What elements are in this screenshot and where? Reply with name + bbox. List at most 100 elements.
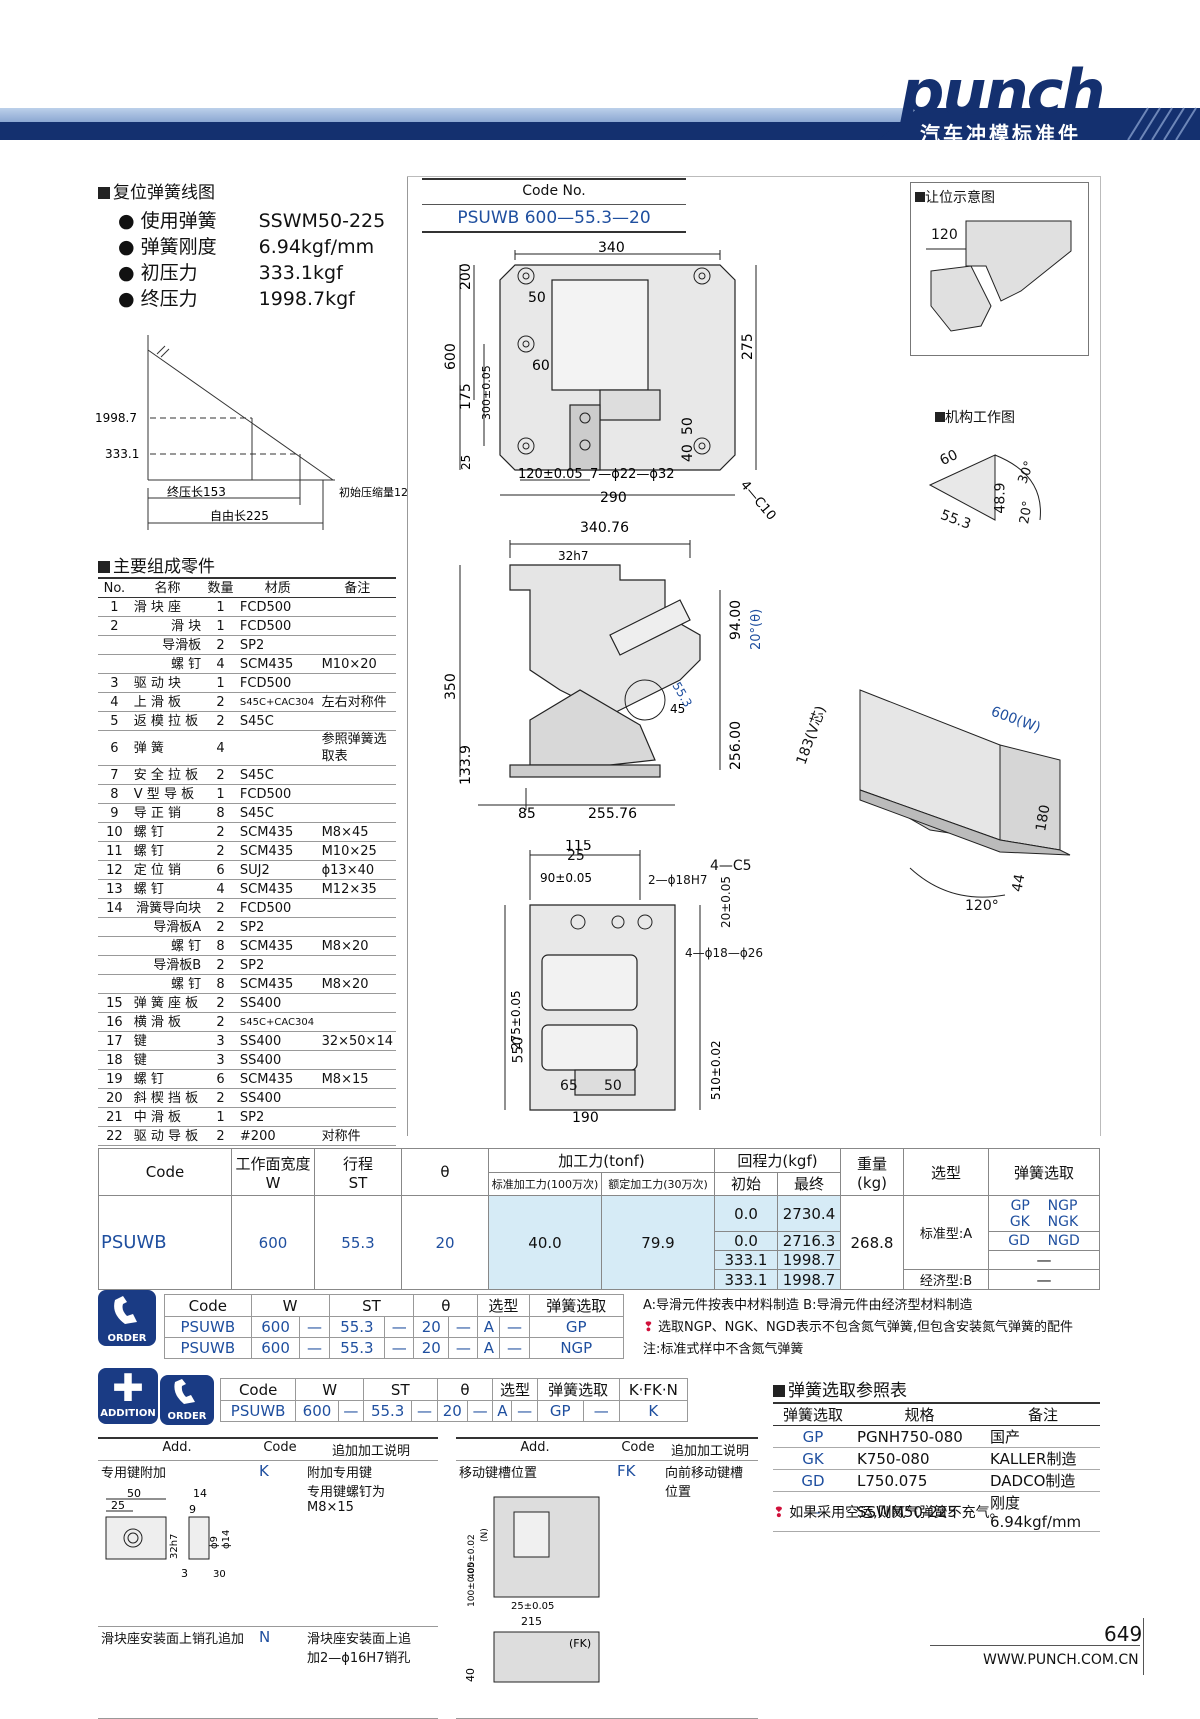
parts-cell: SCM435	[236, 841, 319, 861]
parts-cell: 2	[204, 993, 237, 1013]
sel-col-spec: 规格	[853, 1402, 986, 1426]
col-qty: 数量	[204, 577, 237, 598]
spring-sel-row: —	[988, 1250, 1100, 1270]
add-fk-desc: 向前移动键槽位置	[662, 1460, 758, 1719]
fk-dim-215: 215	[521, 1615, 542, 1628]
spring-select-cell: PGNH750-080	[853, 1425, 986, 1448]
add-col-theta: θ	[436, 1378, 494, 1401]
k-dim-30: 30	[213, 1569, 226, 1580]
parts-cell: 12	[98, 860, 131, 880]
dim-25-bot: 25	[567, 848, 585, 864]
warning-icon: ❢	[643, 1320, 654, 1335]
parts-cell: 6	[204, 1069, 237, 1089]
clearance-drawing	[926, 220, 1072, 332]
spring-select-cell: L750.075	[853, 1469, 986, 1492]
spring-curve-title: 复位弹簧线图	[98, 178, 215, 203]
parts-cell: 滑簧导向块	[130, 898, 205, 918]
parts-cell: 8	[204, 803, 237, 823]
parts-cell: 返 模 拉 板	[130, 711, 205, 731]
parts-cell: 中 滑 板	[130, 1107, 205, 1127]
add-k-desc: 附加专用键 专用键螺钉为 M8×15	[304, 1460, 456, 1628]
spec-col-code: Code	[98, 1148, 232, 1196]
code-no-label: Code No.	[422, 178, 686, 205]
parts-cell: 6	[204, 860, 237, 880]
parts-cell: 10	[98, 822, 131, 842]
parts-cell: 3	[98, 673, 131, 693]
spec-col-return: 回程力(kgf)	[714, 1148, 841, 1173]
parts-cell	[318, 597, 396, 617]
square-bullet-icon	[98, 187, 110, 199]
dim-theta: 20°(θ)	[749, 609, 764, 650]
parts-cell: 斜 楔 挡 板	[130, 1088, 205, 1108]
parts-cell	[318, 635, 396, 655]
spec-col-ret-final: 最终	[777, 1171, 841, 1196]
clearance-title: 让位示意图	[915, 187, 1084, 207]
k-dim-14: 14	[193, 1487, 207, 1500]
drawing-right-rule	[1100, 176, 1101, 1136]
parts-cell: FCD500	[236, 597, 319, 617]
dim-200: 200	[458, 263, 474, 290]
spring-select-cell: DADCO制造	[986, 1469, 1100, 1492]
parts-cell: 5	[98, 711, 131, 731]
parts-cell	[98, 635, 131, 655]
add-col-code: Code	[219, 1378, 297, 1401]
parts-cell	[318, 784, 396, 804]
add-n-name: 滑块座安装面上销孔追加	[98, 1626, 256, 1719]
parts-cell: SS400	[236, 1088, 319, 1108]
parts-cell: SCM435	[236, 936, 319, 956]
code-no-value: PSUWB 600—55.3—20	[422, 205, 686, 233]
dim-50-bot: 50	[604, 1078, 622, 1094]
drawing-top-rule	[407, 176, 1100, 177]
dim-45: 45	[670, 702, 685, 716]
parts-cell: 11	[98, 841, 131, 861]
mech-title: 机构工作图	[935, 407, 1015, 427]
spec-col-ret-init: 初始	[714, 1171, 778, 1196]
fk-dim-fk: (FK)	[569, 1637, 591, 1650]
ret-init: 333.1	[714, 1250, 778, 1270]
parts-cell: SCM435	[236, 879, 319, 899]
spring-select-cell: 刚度6.94kgf/mm	[986, 1491, 1100, 1532]
spec-type-eco: 经济型:B	[903, 1269, 989, 1290]
parts-cell: 2	[204, 635, 237, 655]
dim-85: 85	[518, 806, 536, 822]
column-divider	[407, 176, 408, 1136]
iso-dim-44: 44	[1009, 872, 1029, 894]
order-col-w: W	[250, 1294, 330, 1317]
parts-cell: 导 正 销	[130, 803, 205, 823]
add-fk-name: 移动键槽位置 400±0.02 (N) 100±0.05 25±0.05 215…	[447, 1460, 614, 1719]
spec-col-theta: θ	[401, 1148, 489, 1196]
parts-cell: 2	[98, 616, 131, 636]
parts-cell: S45C+CAC304	[236, 692, 319, 712]
parts-cell: 1	[204, 1107, 237, 1127]
spec-col-force-std: 标准加工力(100万次)	[488, 1171, 602, 1196]
spec-col-weight: 重量(kg)	[840, 1148, 904, 1196]
dim-50: 50	[528, 290, 546, 306]
parts-cell: 左右对称件	[318, 692, 396, 712]
parts-cell	[236, 730, 319, 766]
parts-cell: SS400	[236, 993, 319, 1013]
order-col-code: Code	[164, 1294, 252, 1317]
spring-select-cell: SSWM50-225	[853, 1491, 986, 1532]
dim-256: 256.00	[728, 721, 744, 770]
parts-cell	[318, 803, 396, 823]
add-col-desc: 追加加工说明	[304, 1437, 456, 1461]
add-col-type: 选型	[492, 1378, 538, 1401]
fk-dim-100: 100±0.05	[467, 1562, 477, 1607]
parts-cell: 19	[98, 1069, 131, 1089]
